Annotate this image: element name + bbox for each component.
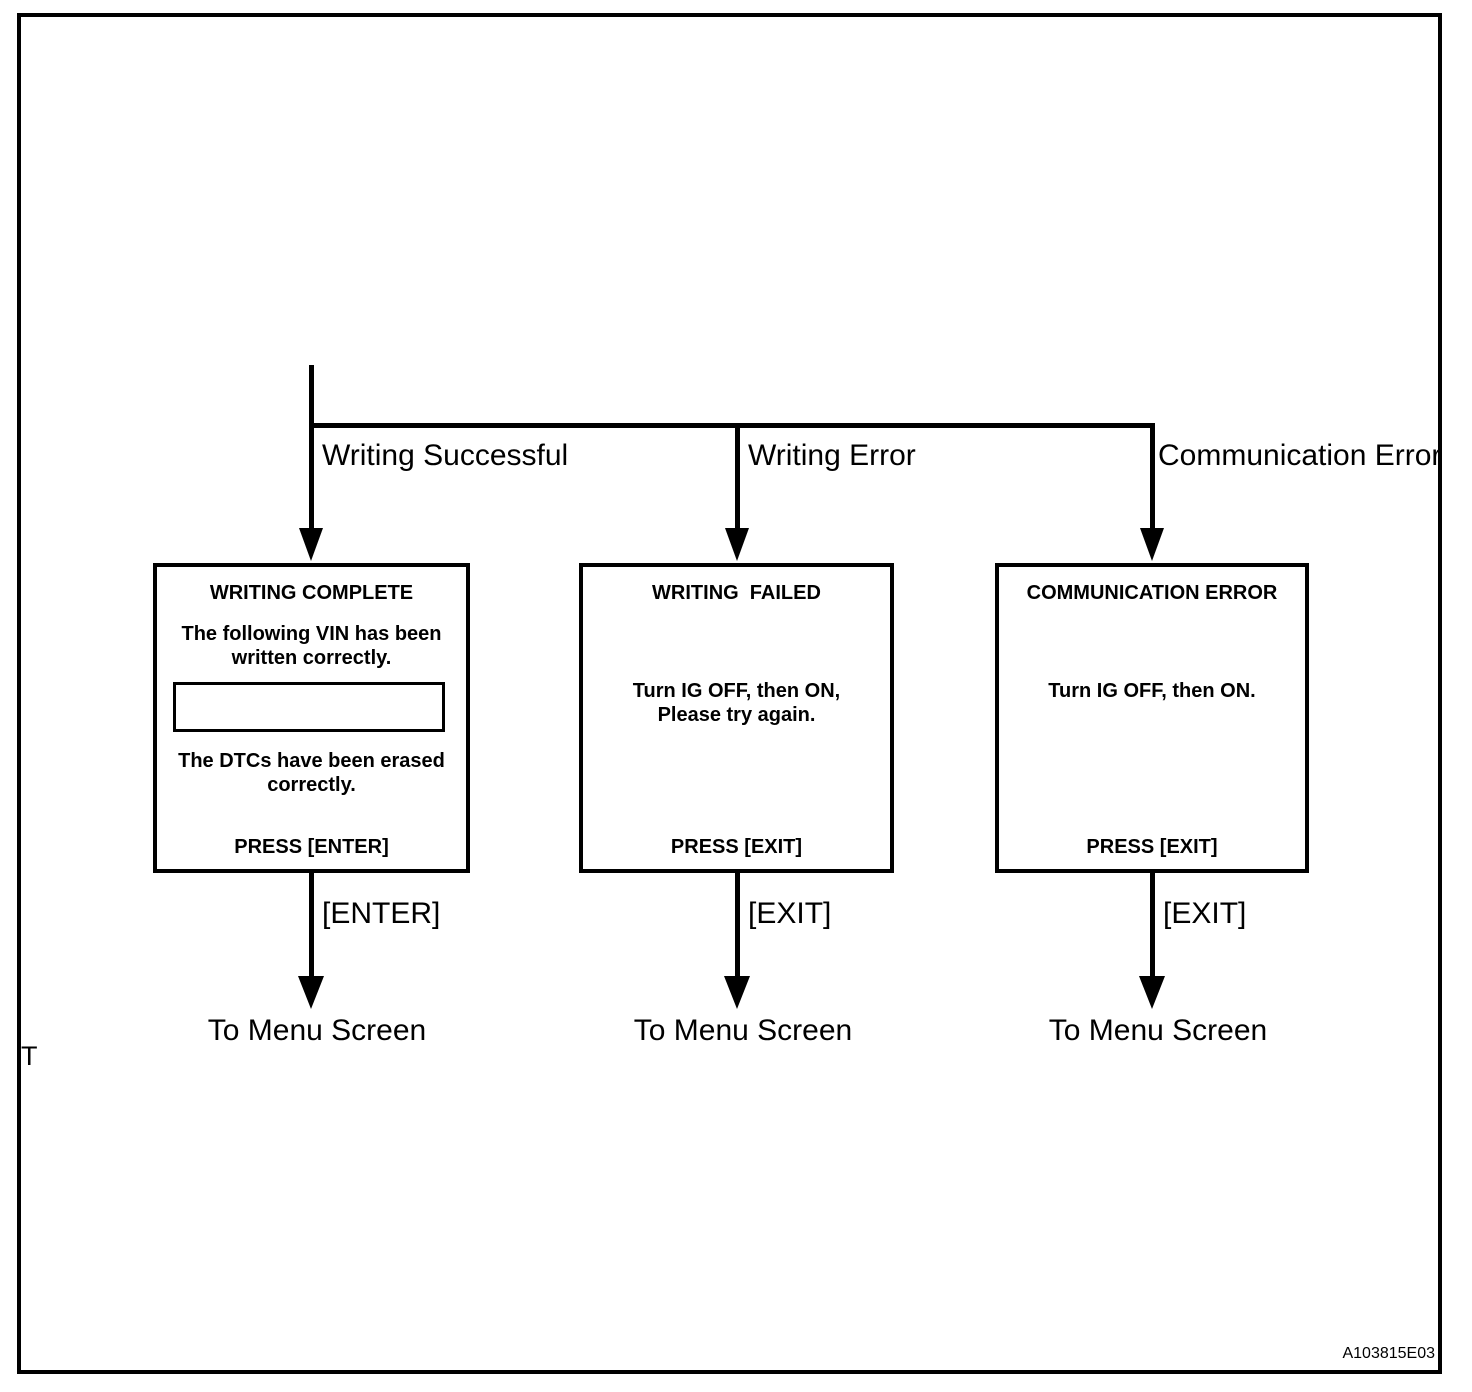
- figure-id: A103815E03: [1342, 1345, 1435, 1362]
- page-border: [17, 13, 1442, 1374]
- screen-action: PRESS [EXIT]: [670, 836, 803, 858]
- key-label-exit: [EXIT]: [1163, 897, 1247, 930]
- connector-trunk: [309, 365, 314, 534]
- connector-to-menu-3: [1150, 871, 1155, 978]
- vin-field: [173, 682, 445, 732]
- connector-branch-writing-error: [735, 423, 740, 534]
- destination-label: To Menu Screen: [207, 1014, 427, 1047]
- screen-writing-complete: WRITING COMPLETE The following VIN has b…: [153, 563, 470, 873]
- down-arrowhead-icon: [299, 528, 323, 561]
- stray-t-label: T: [21, 1041, 38, 1071]
- screen-writing-failed: WRITING FAILED Turn IG OFF, then ON, Ple…: [579, 563, 894, 873]
- down-arrowhead-icon: [1139, 976, 1165, 1009]
- down-arrowhead-icon: [725, 528, 749, 561]
- down-arrowhead-icon: [724, 976, 750, 1009]
- branch-label-writing-successful: Writing Successful: [322, 439, 569, 472]
- connector-to-menu-1: [309, 871, 314, 978]
- screen-message: The DTCs have been erased correctly.: [178, 750, 445, 796]
- key-label-enter: [ENTER]: [322, 897, 441, 930]
- screen-message: Turn IG OFF, then ON, Please try again.: [632, 680, 841, 726]
- key-label-exit: [EXIT]: [748, 897, 832, 930]
- branch-label-writing-error: Writing Error: [748, 439, 916, 472]
- branch-label-communication-error: Communication Error: [1158, 439, 1442, 472]
- destination-label: To Menu Screen: [633, 1014, 853, 1047]
- screen-title: COMMUNICATION ERROR: [1026, 582, 1278, 604]
- connector-branch-communication-error: [1150, 423, 1155, 534]
- connector-branch-split: [309, 423, 1155, 428]
- destination-label: To Menu Screen: [1048, 1014, 1268, 1047]
- screen-message: Turn IG OFF, then ON.: [1048, 680, 1256, 702]
- screen-title: WRITING COMPLETE: [209, 582, 414, 604]
- screen-message: The following VIN has been written corre…: [181, 623, 442, 669]
- screen-communication-error: COMMUNICATION ERROR Turn IG OFF, then ON…: [995, 563, 1309, 873]
- screen-action: PRESS [ENTER]: [234, 836, 389, 858]
- screen-title: WRITING FAILED: [652, 582, 821, 604]
- connector-to-menu-2: [735, 871, 740, 978]
- down-arrowhead-icon: [1140, 528, 1164, 561]
- down-arrowhead-icon: [298, 976, 324, 1009]
- screen-action: PRESS [EXIT]: [1086, 836, 1218, 858]
